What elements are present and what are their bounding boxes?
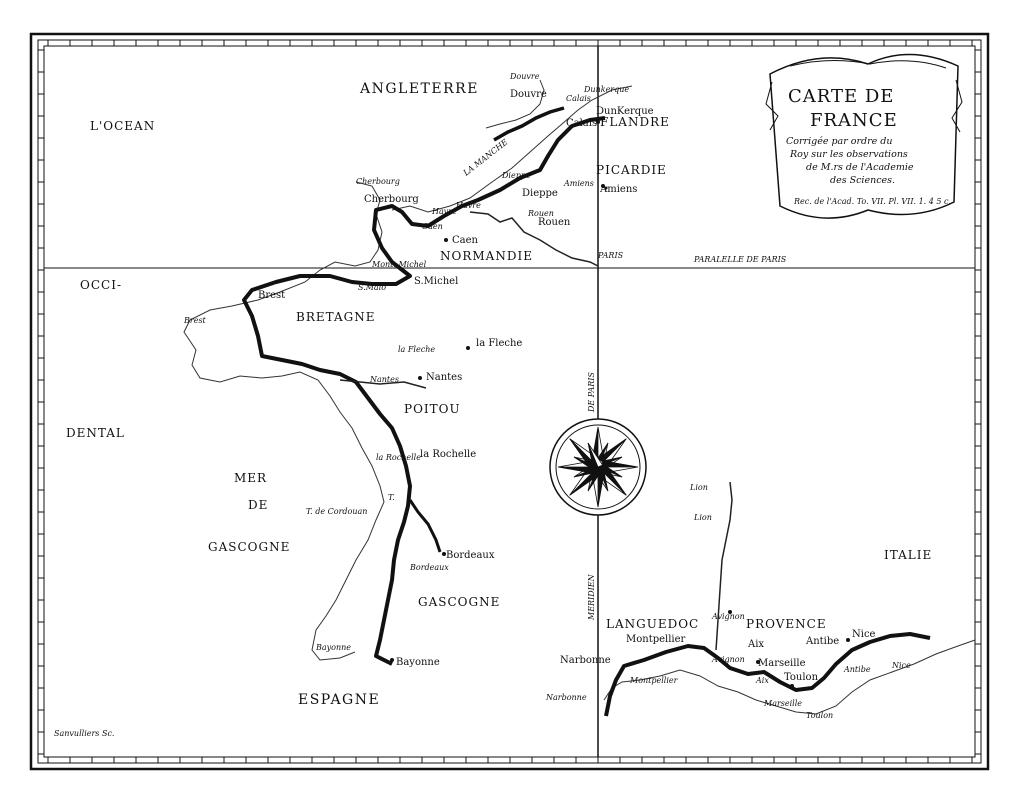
region-italie: ITALIE bbox=[884, 548, 932, 562]
city-montpellier-new: Montpellier bbox=[626, 634, 686, 645]
region-ocean: L'OCEAN bbox=[90, 119, 155, 133]
city-dieppe-new: Dieppe bbox=[522, 188, 558, 199]
cartouche-subtitle-line1: Corrigée par ordre du bbox=[786, 136, 893, 147]
region-normandie: NORMANDIE bbox=[440, 249, 533, 263]
city-markers bbox=[390, 120, 850, 688]
title-cartouche bbox=[765, 53, 963, 219]
city-marseille-new: Marseille bbox=[758, 658, 806, 669]
city-havre-new: Havre bbox=[455, 201, 481, 210]
city-caen-old: Caen bbox=[422, 222, 443, 231]
city-dunkerque-old: Dunkerque bbox=[583, 85, 629, 94]
engraver-signature: Sanvulliers Sc. bbox=[54, 729, 114, 738]
city-mont-michel-old: Mont. Michel bbox=[371, 260, 427, 269]
meridien-label: MERIDIEN bbox=[587, 573, 596, 621]
city-narbonne-new: Narbonne bbox=[560, 655, 611, 666]
city-bayonne-new: Bayonne bbox=[396, 657, 440, 668]
city-bordeaux-new: Bordeaux bbox=[446, 550, 495, 561]
city-douvre-old: Douvre bbox=[509, 72, 540, 81]
city-nice-new: Nice bbox=[852, 629, 876, 640]
compass-rose bbox=[549, 418, 647, 516]
city-caen-new: Caen bbox=[452, 235, 479, 246]
paris-label: PARIS bbox=[597, 251, 624, 260]
city-t-cordouan-new: T. bbox=[388, 493, 395, 502]
city-lion-old: Lion bbox=[693, 513, 712, 522]
city-lion-new: Lion bbox=[689, 483, 708, 492]
region-espagne: ESPAGNE bbox=[298, 692, 380, 708]
region-flandre: FLANDRE bbox=[600, 115, 670, 129]
region-mer: MER bbox=[234, 471, 267, 485]
old-coastline-west bbox=[183, 181, 385, 661]
city-cherbourg-old: Cherbourg bbox=[356, 177, 400, 186]
region-provence: PROVENCE bbox=[746, 617, 827, 631]
city-havre-old: Havre bbox=[431, 207, 457, 216]
city-avignon-new: Avignon bbox=[711, 612, 745, 621]
region-dental: DENTAL bbox=[66, 426, 125, 440]
city-antibe-old: Antibe bbox=[843, 665, 871, 674]
city-dunkerque-new: DunKerque bbox=[596, 106, 654, 117]
city-marseille-old: Marseille bbox=[763, 699, 802, 708]
city-rouen-new: Rouen bbox=[538, 217, 571, 228]
city-toulon-old: Toulon bbox=[806, 711, 833, 720]
region-gascogne-sea: GASCOGNE bbox=[208, 540, 290, 554]
new-coastline-main bbox=[242, 116, 606, 666]
city-aix-new: Aix bbox=[747, 639, 764, 650]
city-nice-old: Nice bbox=[891, 661, 911, 670]
region-languedoc: LANGUEDOC bbox=[606, 617, 699, 631]
city-amiens-old: Amiens bbox=[563, 179, 594, 188]
city-brest-old: Brest bbox=[183, 316, 207, 325]
city-bayonne-old: Bayonne bbox=[315, 643, 351, 652]
city-antibe-new: Antibe bbox=[805, 636, 839, 647]
old-coastline-south bbox=[603, 639, 976, 715]
city-t-cordouan-old: T. de Cordouan bbox=[306, 507, 367, 516]
region-de: DE bbox=[248, 498, 268, 512]
city-aix-old: Aix bbox=[755, 676, 769, 685]
city-calais-new: Calais bbox=[566, 118, 597, 129]
city-la-fleche-new: la Fleche bbox=[476, 338, 522, 349]
cartouche-title-line2: FRANCE bbox=[810, 110, 898, 131]
region-poitou: POITOU bbox=[404, 402, 461, 416]
city-douvre-new: Douvre bbox=[510, 89, 547, 100]
city-nantes-old: Nantes bbox=[369, 375, 399, 384]
region-occi: OCCI- bbox=[80, 278, 122, 292]
city-toulon-new: Toulon bbox=[784, 672, 819, 683]
region-angleterre: ANGLETERRE bbox=[359, 81, 479, 97]
frame-scale-ticks bbox=[38, 40, 981, 763]
paralelle-label: PARALELLE DE PARIS bbox=[693, 255, 787, 264]
rhone-river bbox=[715, 481, 733, 651]
city-amiens-new: Amiens bbox=[599, 184, 637, 195]
new-coastline-england bbox=[493, 106, 565, 142]
city-cherbourg-new: Cherbourg bbox=[364, 194, 419, 205]
region-picardie: PICARDIE bbox=[596, 163, 667, 177]
cartouche-subtitle-line3: de M.rs de l'Academie bbox=[806, 162, 914, 173]
cartouche-subtitle-line4: des Sciences. bbox=[830, 175, 895, 186]
city-brest-new: Brest bbox=[258, 290, 285, 301]
region-gascogne: GASCOGNE bbox=[418, 595, 500, 609]
loire-river bbox=[339, 379, 427, 389]
city-bordeaux-old: Bordeaux bbox=[409, 563, 449, 572]
gironde-estuary bbox=[408, 499, 442, 553]
city-rouen-old: Rouen bbox=[527, 209, 554, 218]
city-calais-old: Calais bbox=[566, 94, 591, 103]
city-la-fleche-old: la Fleche bbox=[398, 345, 435, 354]
old-coastline-north bbox=[391, 85, 633, 213]
city-dieppe-old: Dieppe bbox=[501, 171, 531, 180]
city-narbonne-old: Narbonne bbox=[545, 693, 587, 702]
city-montpellier-old: Montpellier bbox=[629, 676, 679, 685]
city-la-rochelle-new: la Rochelle bbox=[420, 449, 476, 460]
meridien-de-paris-label: DE PARIS bbox=[587, 372, 596, 413]
region-bretagne: BRETAGNE bbox=[296, 310, 375, 324]
old-coast-england bbox=[485, 79, 545, 129]
city-st-malo-new: S.Malo bbox=[358, 283, 386, 292]
seine-river bbox=[469, 211, 599, 267]
new-coastline-mediterranean bbox=[604, 632, 931, 717]
cartouche-title-line1: CARTE DE bbox=[788, 86, 894, 107]
cartouche-subtitle-line2: Roy sur les observations bbox=[789, 149, 908, 160]
city-avignon-old: Avignon bbox=[711, 655, 745, 664]
city-nantes-new: Nantes bbox=[426, 372, 462, 383]
city-s-michel-new: S.Michel bbox=[414, 276, 458, 287]
cartouche-reference: Rec. de l'Acad. To. VII. Pl. VII. 1. 4 5… bbox=[793, 197, 951, 206]
city-la-rochelle-old: la Rochelle bbox=[376, 453, 421, 462]
